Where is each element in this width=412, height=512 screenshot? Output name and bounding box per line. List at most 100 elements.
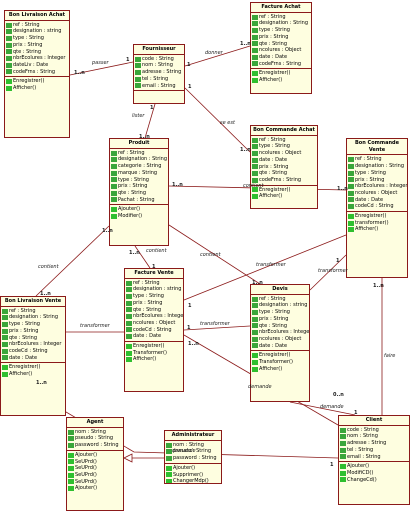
operation-row: Enregistrer() — [126, 343, 183, 350]
operation-text: Transformer() — [133, 349, 167, 356]
attribute-row: designation : String — [2, 314, 65, 321]
attribute-text: pseudo : String — [173, 448, 212, 455]
multiplicity-label: 1..n — [252, 280, 263, 286]
attribute-text: date : Date — [9, 354, 38, 361]
attribute-row: codeFrns : String — [252, 177, 317, 184]
attribute-text: prix : String — [118, 183, 148, 190]
attribute-text: email : String — [142, 82, 176, 89]
attribute-icon — [111, 190, 117, 196]
attribute-row: designation : String — [111, 156, 168, 163]
operation-icon — [166, 472, 172, 478]
operation-row: ModifiCD() — [340, 470, 409, 477]
multiplicity-label: 1..n — [337, 186, 348, 192]
attribute-icon — [135, 83, 141, 89]
attribute-icon — [135, 76, 141, 82]
operation-list: Enregistrer()transformer()Afficher() — [347, 212, 407, 234]
attribute-text: type : String — [118, 176, 149, 183]
operation-row: Afficher() — [252, 193, 317, 200]
attribute-row: date : Date — [2, 355, 65, 362]
operation-text: ModifiCD() — [347, 469, 374, 476]
attribute-text: designation : String — [355, 163, 405, 170]
operation-row: Enregistrer() — [6, 78, 69, 85]
attribute-row: nom : String — [68, 429, 123, 436]
association-label: transformer — [80, 323, 110, 329]
operation-icon — [6, 79, 12, 85]
operation-text: Afficher() — [259, 77, 283, 84]
operation-text: Ajouter() — [347, 463, 370, 470]
multiplicity-label: 1 — [150, 105, 154, 111]
attribute-icon — [348, 170, 354, 176]
attribute-icon — [2, 308, 8, 314]
operation-icon — [2, 365, 8, 371]
attribute-icon — [252, 336, 258, 342]
operation-icon — [348, 227, 354, 233]
attribute-row: prix : String — [252, 164, 317, 171]
attribute-row: date : Date — [252, 54, 311, 61]
attribute-icon — [2, 328, 8, 334]
attribute-text: qte : String — [118, 189, 146, 196]
attribute-icon — [126, 334, 132, 340]
attribute-text: ref : String — [9, 307, 36, 314]
attribute-icon — [252, 309, 258, 315]
attribute-icon — [252, 296, 258, 302]
association-label: faire — [384, 353, 396, 359]
attribute-icon — [126, 300, 132, 306]
operation-icon — [252, 359, 258, 365]
attribute-icon — [111, 157, 117, 163]
attribute-icon — [340, 454, 346, 460]
operation-icon — [68, 452, 74, 458]
multiplicity-label: 1..n — [172, 182, 183, 188]
attribute-row: qte : String — [252, 170, 317, 177]
attribute-icon — [252, 137, 258, 143]
attribute-icon — [126, 307, 132, 313]
attribute-row: nbrEcolures : Integer — [252, 329, 309, 336]
operation-list: Enregistrer()Afficher() — [5, 77, 69, 92]
generalization-arrow-icon — [123, 453, 133, 463]
attribute-row: ncolures : Object — [348, 190, 407, 197]
attribute-icon — [252, 21, 258, 27]
attribute-icon — [348, 190, 354, 196]
operation-row: Enregistrer() — [252, 352, 309, 359]
attribute-text: ref : String — [355, 156, 382, 163]
attribute-row: date : Date — [252, 343, 309, 350]
association-line-a1 — [69, 61, 134, 76]
association-line-a11 — [183, 325, 251, 331]
operation-text: transformer() — [355, 219, 389, 226]
attribute-row: ref : String — [252, 14, 311, 21]
operation-list — [134, 91, 184, 93]
attribute-row: ncolures : Object — [252, 336, 309, 343]
attribute-row: adresse : String — [135, 69, 184, 76]
operation-text: Enregistrer() — [259, 70, 291, 77]
attribute-row: code : String — [340, 427, 409, 434]
attribute-text: type : String — [259, 27, 290, 34]
attribute-row: designation : string — [126, 286, 183, 293]
multiplicity-label: 1 — [188, 84, 192, 90]
attribute-text: codeFrns : String — [259, 60, 302, 67]
attribute-row: date : Date — [252, 157, 317, 164]
attribute-icon — [111, 163, 117, 169]
attribute-icon — [340, 440, 346, 446]
operation-text: ChangerMdp() — [173, 478, 209, 484]
attribute-row: type : String — [6, 35, 69, 42]
operation-list: Ajouter()Modifier() — [110, 205, 168, 220]
operation-icon — [252, 187, 258, 193]
attribute-row: designation : String — [348, 163, 407, 170]
attribute-row: prix : String — [126, 300, 183, 307]
attribute-text: designation : string — [133, 286, 182, 293]
attribute-row: codeCd : String — [126, 327, 183, 334]
